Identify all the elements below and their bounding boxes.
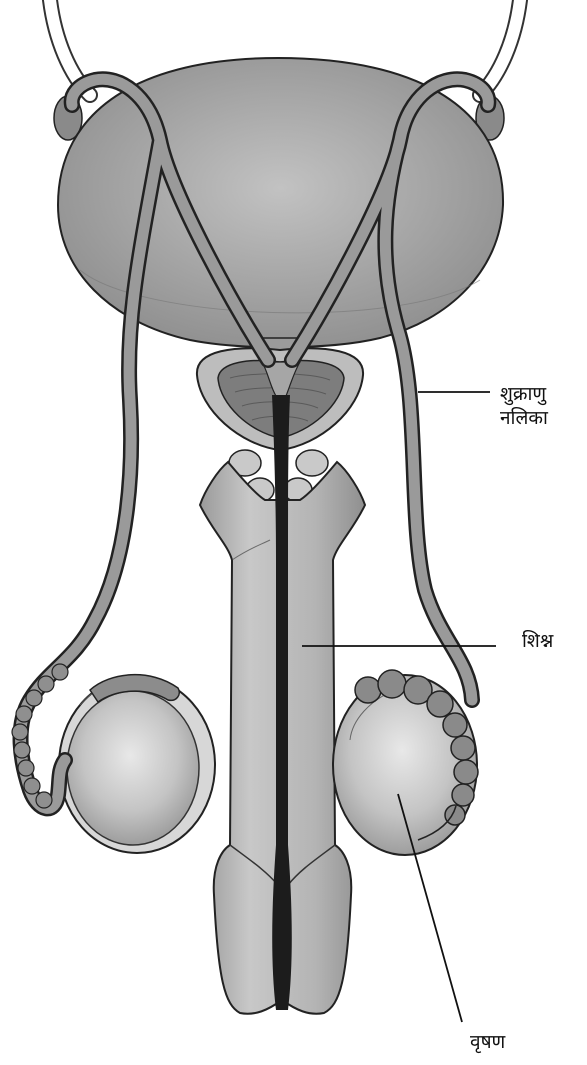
label-sperm-duct-line1: शुक्राणु: [500, 382, 585, 406]
label-sperm-duct-line2: नलिका: [500, 406, 585, 430]
label-penis: शिश्न: [522, 629, 553, 653]
ureter-right: [480, 0, 520, 95]
bladder: [58, 58, 503, 347]
label-sperm-duct: शुक्राणु नलिका: [500, 382, 585, 430]
testis-left: [59, 677, 215, 853]
label-testis: वृषण: [470, 1030, 505, 1054]
